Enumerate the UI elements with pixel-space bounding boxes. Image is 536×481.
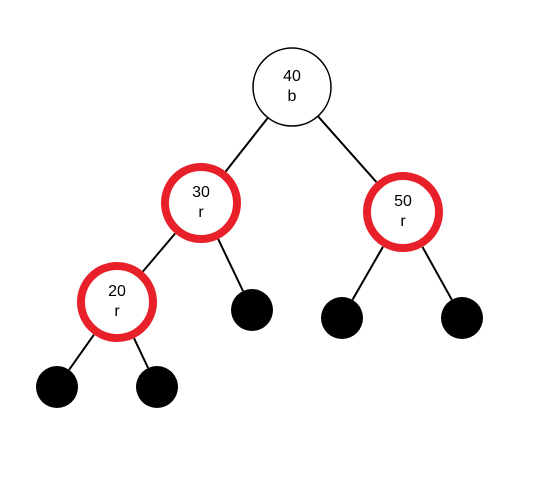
node-circle-20 [77,262,157,342]
edge-n50-nil-50-left [351,246,384,301]
edge-n30-nil-30-right [217,238,244,292]
nil-leaf-nil-50-right [441,297,483,339]
nil-leaf-nil-20-left [36,366,78,408]
node-color-40: b [288,88,297,105]
edge-n20-nil-20-left [68,334,95,371]
node-color-30: r [198,204,204,221]
node-circle-40 [252,47,332,127]
tree-node-30: 30 r [161,163,241,243]
edge-n40-n30 [224,117,269,173]
node-key-30: 30 [192,184,210,201]
node-color-50: r [400,213,406,230]
edge-n40-n50 [317,115,378,183]
nil-leaf-nil-30-right [231,289,273,331]
tree-node-50: 50 r [363,172,443,252]
edge-n50-nil-50-right [421,246,453,301]
tree-nodes: 40 b 30 r 50 r 20 r [77,47,443,342]
nil-leaf-nil-50-left [321,297,363,339]
tree-node-20: 20 r [77,262,157,342]
edge-n20-nil-20-right [133,337,150,369]
nil-leaf-nil-20-right [136,366,178,408]
node-key-20: 20 [108,283,126,300]
edge-n30-n20 [142,232,176,273]
node-key-40: 40 [283,68,301,85]
node-circle-50 [363,172,443,252]
tree-node-40: 40 b [252,47,332,127]
tree-edges [68,115,453,371]
node-key-50: 50 [394,193,412,210]
nil-leaves [36,289,483,408]
node-circle-30 [161,163,241,243]
node-color-20: r [114,303,120,320]
